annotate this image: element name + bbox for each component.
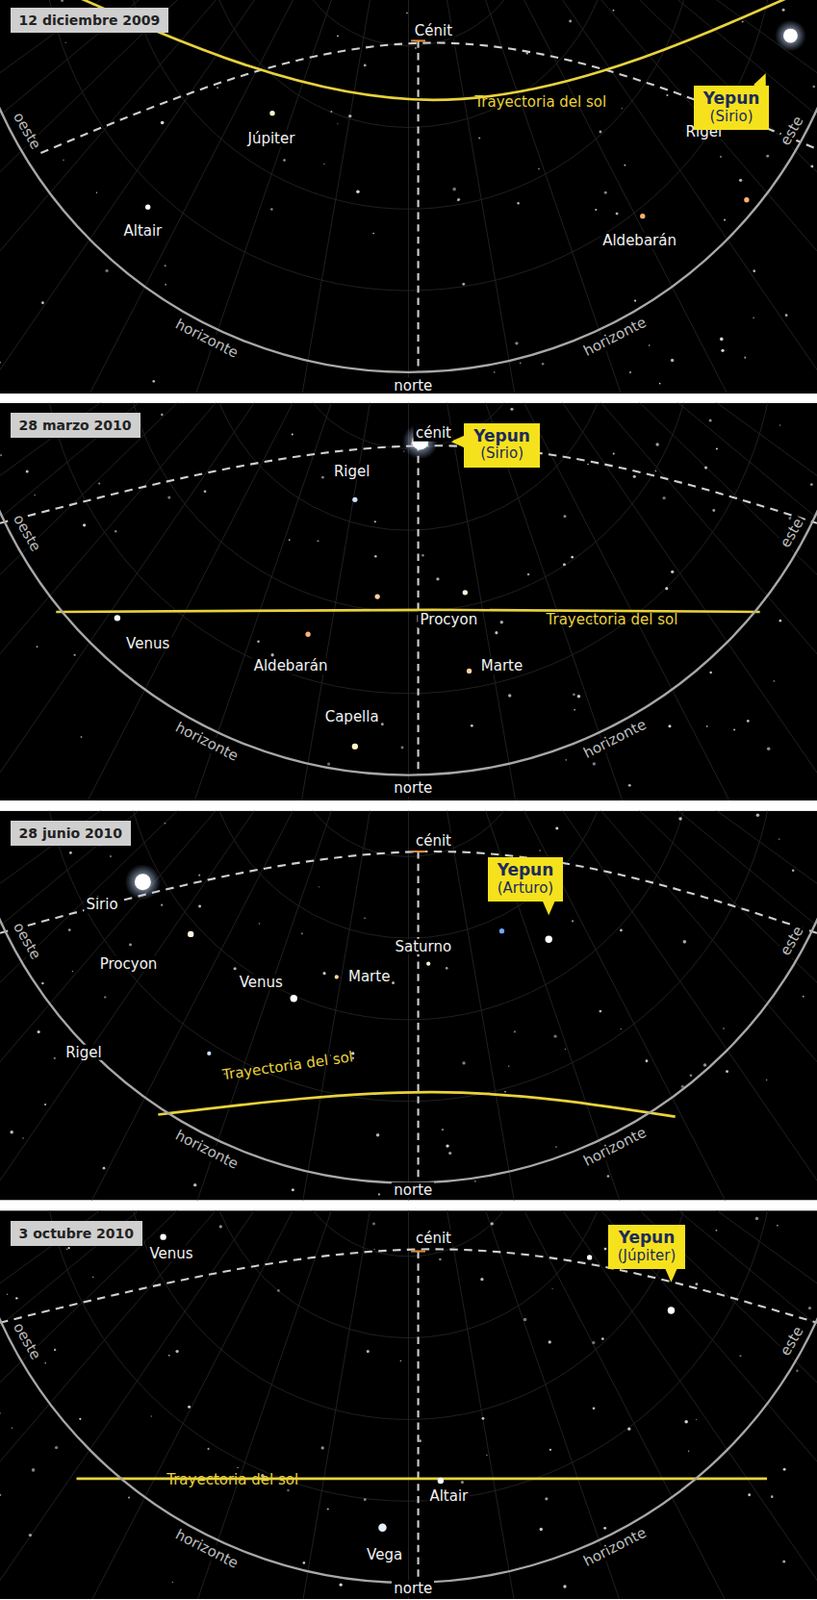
star-label: Saturno (393, 938, 455, 955)
star-label: Marte (479, 658, 525, 675)
star-label: Aldebarán (600, 232, 679, 250)
star-label: Rigel (331, 462, 373, 480)
star-label: Altair (427, 1488, 470, 1506)
callout-title: Yepun (617, 1228, 677, 1249)
callout-title: 28 junio 2010 (19, 825, 123, 842)
callout-pointers (450, 73, 766, 1282)
star-label: Marte (346, 969, 392, 986)
callout-pointer (541, 899, 556, 916)
callout-title: 28 marzo 2010 (19, 417, 132, 434)
callout-title: Yepun (703, 89, 761, 109)
callout-title: 3 octubre 2010 (19, 1225, 134, 1242)
callout-title: Yepun (473, 427, 531, 447)
callout-text: (Júpiter) (617, 1248, 677, 1265)
path-label: Trayectoria del sol (164, 1472, 301, 1489)
sky-panel (0, 0, 817, 832)
date-box: 3 octubre 2010 (10, 1221, 143, 1247)
callout-title: 12 diciembre 2009 (19, 12, 161, 28)
callout-pointer (663, 1267, 678, 1283)
callout-title: Yepun (497, 861, 555, 881)
sky-panel (0, 685, 817, 1600)
callout-box: Yepun(Sirio) (693, 85, 770, 130)
callout-box: Yepun(Arturo) (487, 857, 564, 902)
star-label: Capella (323, 709, 382, 726)
sky-panel (0, 285, 817, 1240)
star-label: Procyon (98, 955, 160, 972)
callout-text: (Sirio) (703, 108, 761, 126)
date-box: 12 diciembre 2009 (10, 7, 170, 33)
star-label: Sirio (83, 896, 120, 914)
star-label: Venus (124, 636, 172, 653)
star-label: Vega (364, 1547, 405, 1564)
star-label: Altair (121, 222, 164, 239)
star-label: Aldebarán (252, 658, 331, 675)
path-label: Trayectoria del sol (544, 612, 681, 629)
star-label: Venus (147, 1245, 195, 1262)
star-label: Júpiter (245, 130, 297, 148)
path-label: Trayectoria del sol (472, 94, 609, 111)
callout-box: Yepun(Sirio) (463, 423, 540, 468)
star-label: Procyon (418, 612, 481, 629)
callout-text: (Sirio) (473, 445, 531, 462)
star-label: Rigel (63, 1045, 104, 1062)
star-label: norte (391, 377, 435, 394)
star-label: norte (391, 1581, 435, 1598)
star-label: Venus (237, 973, 285, 991)
star-label: norte (391, 1182, 435, 1200)
callout-box: Yepun(Júpiter) (608, 1225, 687, 1270)
date-box: 28 marzo 2010 (10, 412, 141, 438)
star-label: cénit (413, 425, 454, 442)
star-label: norte (391, 780, 435, 797)
star-label: cénit (413, 833, 454, 850)
star-label: Cénit (412, 23, 455, 40)
callout-text: (Arturo) (497, 880, 555, 897)
sky-panel (0, 0, 817, 429)
star-label: cénit (413, 1229, 454, 1247)
date-box: 28 junio 2010 (10, 820, 131, 846)
